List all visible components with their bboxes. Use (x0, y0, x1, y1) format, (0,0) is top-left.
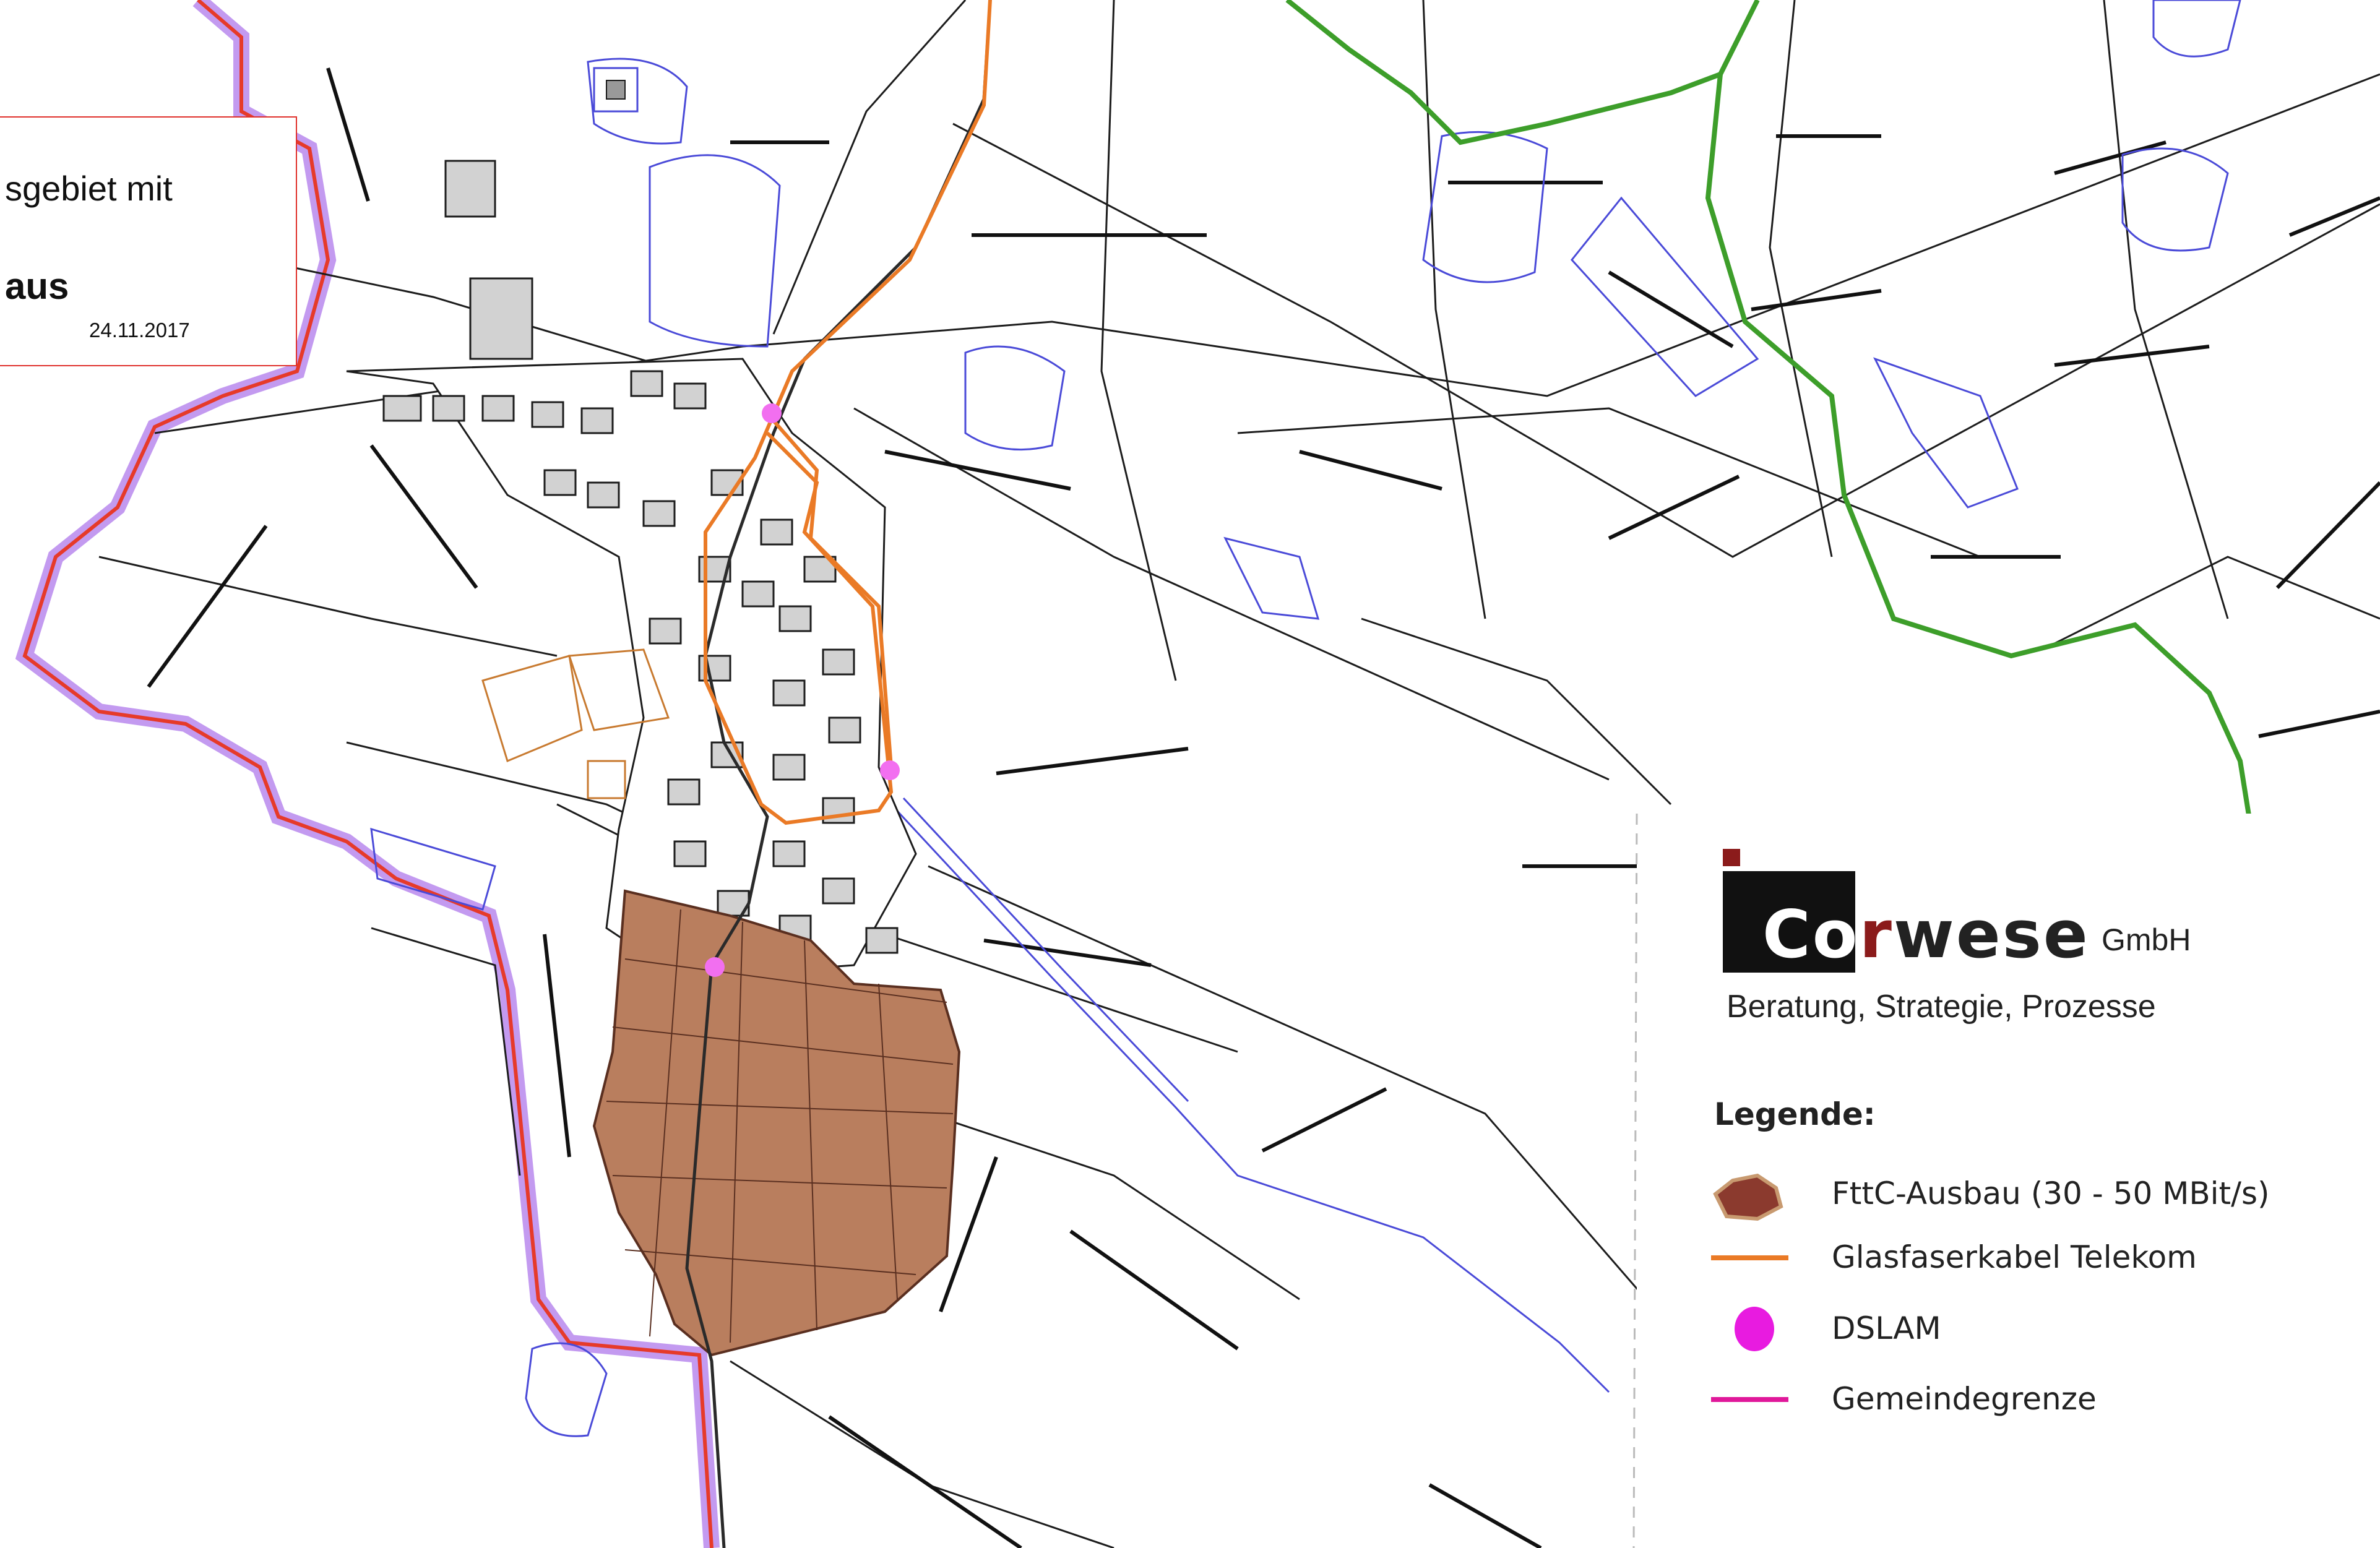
magenta-line-icon (1711, 1397, 1788, 1402)
village-core (346, 67, 917, 979)
brand-part2: r (1859, 897, 1894, 973)
company-name: Corwese (1762, 902, 2090, 968)
map-title-line1: sgebiet mit (5, 169, 173, 208)
legend-item-fiber: Glasfaserkabel Telekom (1708, 1227, 2327, 1289)
legend-label-dslam: DSLAM (1832, 1310, 1941, 1346)
magenta-dot-icon (1735, 1307, 1774, 1351)
parcel-hatch (147, 67, 2380, 1548)
legend-title: Legende: (1714, 1096, 1876, 1132)
orange-line-icon (1711, 1255, 1788, 1260)
legend-item-fttc: FttC-Ausbau (30 - 50 MBit/s) (1708, 1163, 2327, 1225)
legend-label-fttc: FttC-Ausbau (30 - 50 MBit/s) (1832, 1176, 2270, 1211)
brand-part3: wese (1893, 897, 2090, 973)
municipal-boundary (15, 0, 720, 1548)
legend-label-boundary: Gemeindegrenze (1832, 1381, 2097, 1417)
dslam-markers (705, 403, 900, 977)
company-tagline: Beratung, Strategie, Prozesse (1727, 989, 2156, 1025)
legend-item-boundary: Gemeindegrenze (1708, 1369, 2327, 1430)
water-parcels (370, 0, 2241, 1437)
legend-backdrop (1632, 813, 2380, 1548)
map-title-box: sgebiet mit aus 24.11.2017 (0, 116, 297, 366)
map-date: 24.11.2017 (89, 319, 190, 342)
brown-area-icon (1713, 1173, 1783, 1221)
brand-part1: Co (1762, 897, 1860, 973)
fiber-cable (704, 0, 992, 825)
corwese-logo-mark (1723, 849, 1871, 985)
fttc-expansion-area (592, 889, 961, 1357)
company-suffix: GmbH (2102, 922, 2191, 957)
legend-label-fiber: Glasfaserkabel Telekom (1832, 1239, 2197, 1275)
main-road (685, 0, 992, 1548)
logo-square-icon (1723, 849, 1855, 985)
legend-item-dslam: DSLAM (1708, 1298, 2327, 1360)
map-title-line2: aus (5, 265, 69, 307)
